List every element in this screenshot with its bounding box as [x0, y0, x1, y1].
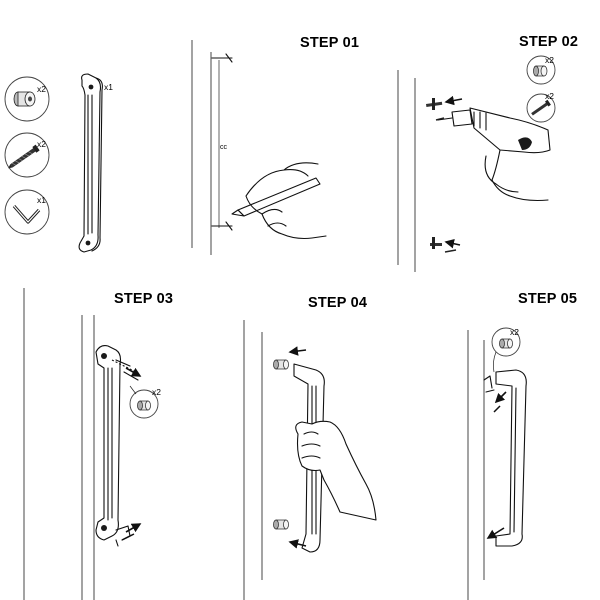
- drilled-screw-top-icon: [425, 95, 463, 121]
- parts-list: x2 x2 x1 x1: [4, 73, 113, 253]
- step-04: STEP 04: [243, 295, 377, 600]
- allen-key-qty-label: x1: [37, 195, 46, 205]
- step-02: STEP 02 x2 x2: [397, 34, 578, 272]
- step-04-hand-icon: [295, 420, 377, 521]
- step-04-bottom-knob-icon: [273, 519, 307, 549]
- step-05-knob-qty: x2: [510, 327, 519, 337]
- step-03-title: STEP 03: [114, 291, 173, 307]
- step-05-handle-icon: [495, 369, 527, 547]
- hand-pencil-icon: [231, 162, 327, 240]
- step-03-bottom-screw-icon: [115, 523, 142, 547]
- step-03-knob-qty: x2: [152, 387, 161, 397]
- step-01-title: STEP 01: [300, 35, 359, 51]
- knob-qty-label: x2: [37, 84, 46, 94]
- step-02-title: STEP 02: [519, 34, 578, 50]
- part-handle-icon: [78, 73, 103, 253]
- step-05: STEP 05 x2: [467, 291, 577, 600]
- step-04-top-knob-icon: [273, 346, 307, 370]
- step-04-title: STEP 04: [308, 295, 367, 311]
- step-05-top-allen-key-icon: [483, 375, 507, 413]
- step-03-handle-icon: [95, 345, 122, 541]
- cc-dimension-label: cc: [220, 144, 228, 151]
- part-allen-key-icon: [4, 189, 50, 235]
- drill-icon: [437, 107, 551, 202]
- part-knob-icon: [4, 76, 50, 122]
- drilled-screw-bottom-icon: [430, 237, 461, 253]
- step-05-bottom-allen-key-icon: [486, 527, 505, 539]
- step-01: STEP 01 cc: [191, 35, 359, 255]
- part-screw-icon: [4, 132, 50, 178]
- step-02-screw-qty: x2: [545, 91, 554, 101]
- step-03-top-screw-icon: [111, 359, 142, 381]
- step-03: STEP 03 x2: [23, 288, 173, 600]
- handle-qty-label: x1: [104, 82, 113, 92]
- screw-qty-label: x2: [37, 139, 46, 149]
- step-05-title: STEP 05: [518, 291, 577, 307]
- step-02-knob-qty: x2: [545, 55, 554, 65]
